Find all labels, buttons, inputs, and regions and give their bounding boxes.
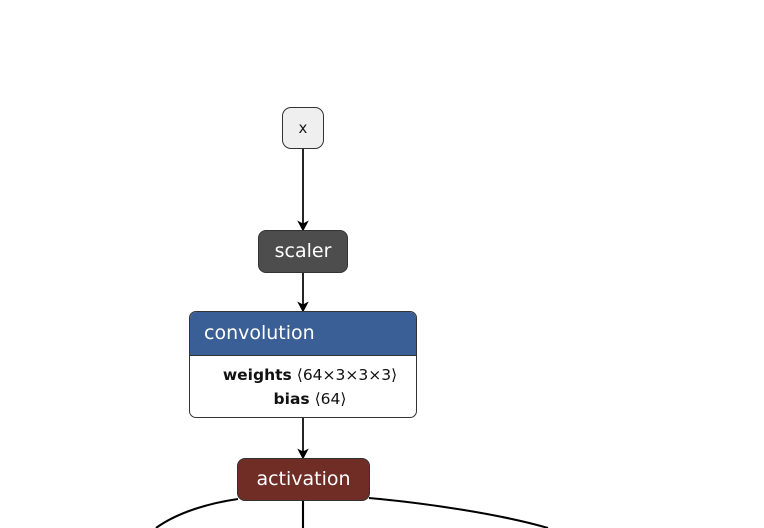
node-scaler[interactable]: scaler	[258, 230, 348, 273]
attribute-name: weights	[222, 366, 292, 384]
node-input-label: x	[298, 118, 308, 137]
attribute-row: bias⟨64⟩	[204, 387, 416, 411]
attribute-value: ⟨64×3×3×3⟩	[296, 366, 398, 384]
node-convolution-header: convolution	[190, 312, 416, 356]
node-input-x[interactable]: x	[282, 107, 324, 149]
node-activation-label: activation	[256, 468, 351, 490]
attribute-name: bias	[273, 390, 310, 409]
node-scaler-label: scaler	[274, 240, 332, 262]
node-convolution-label: convolution	[204, 322, 315, 344]
attribute-row: weights⟨64×3×3×3⟩	[204, 363, 416, 387]
edge-activation-branch-right	[368, 496, 549, 528]
node-activation[interactable]: activation	[237, 458, 370, 501]
node-convolution[interactable]: convolution weights⟨64×3×3×3⟩ bias⟨64⟩	[189, 311, 417, 418]
attribute-value: ⟨64⟩	[314, 390, 347, 409]
edge-activation-branch-left	[155, 497, 239, 528]
node-convolution-attributes: weights⟨64×3×3×3⟩ bias⟨64⟩	[190, 356, 416, 411]
